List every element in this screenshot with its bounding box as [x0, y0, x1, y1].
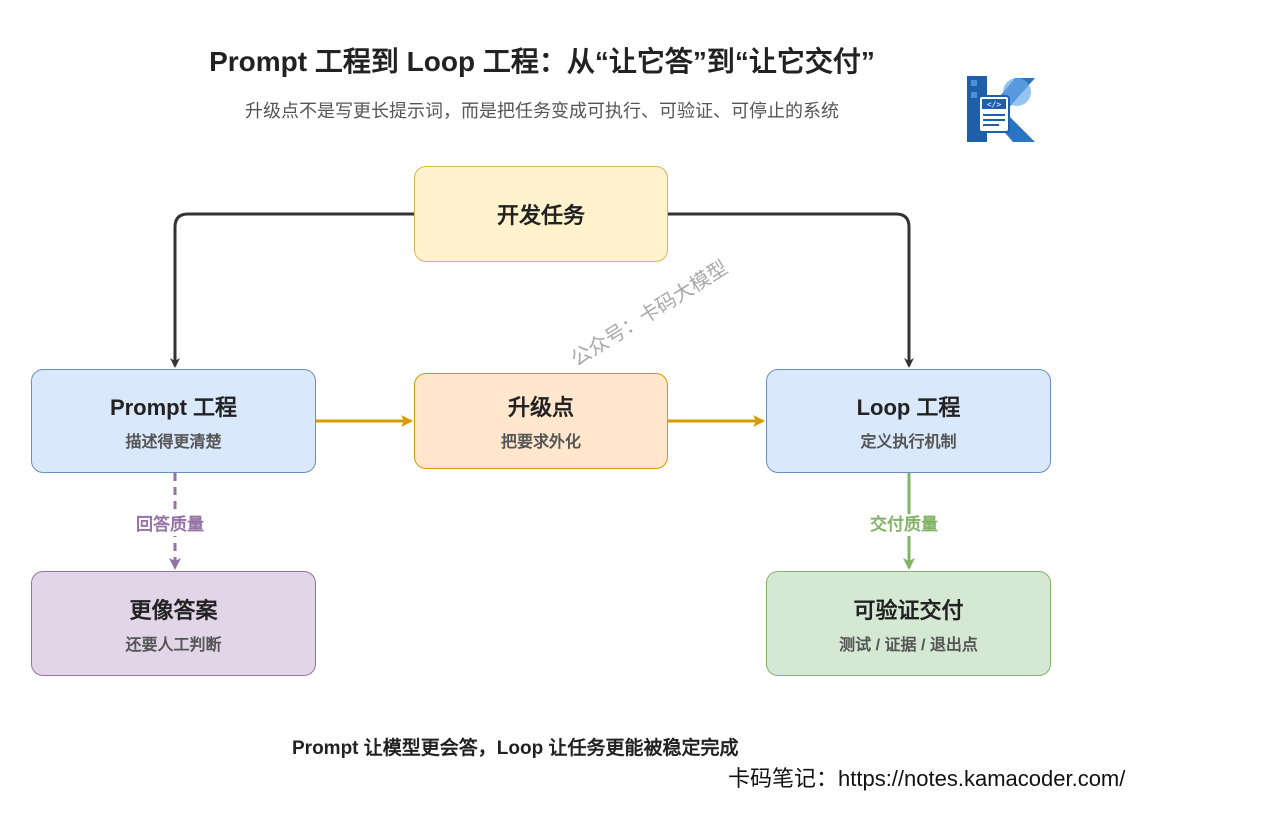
edge-task-to-loop — [668, 212, 914, 368]
node-prompt-engineering: Prompt 工程 描述得更清楚 — [31, 369, 316, 473]
node-prompt-title: Prompt 工程 — [109, 395, 238, 420]
node-upgrade-subtitle: 把要求外化 — [500, 434, 581, 451]
node-prompt-subtitle: 描述得更清楚 — [125, 434, 222, 451]
node-deliver-subtitle: 测试 / 证据 / 退出点 — [839, 636, 978, 654]
footer-site-link[interactable]: 卡码笔记：https://notes.kamacoder.com/ — [728, 766, 1126, 791]
footer-tagline: Prompt 让模型更会答，Loop 让任务更能被稳定完成 — [292, 738, 739, 759]
node-answer-subtitle: 还要人工判断 — [125, 636, 222, 654]
node-dev-task: 开发任务 — [414, 166, 668, 262]
node-verifiable-delivery: 可验证交付 测试 / 证据 / 退出点 — [766, 571, 1051, 676]
node-loop-title: Loop 工程 — [856, 395, 961, 420]
node-upgrade-title: 升级点 — [507, 395, 574, 420]
diagram-title: Prompt 工程到 Loop 工程：从“让它答”到“让它交付” — [209, 46, 875, 77]
svg-text:</>: </> — [987, 100, 1002, 109]
node-loop-engineering: Loop 工程 定义执行机制 — [766, 369, 1051, 473]
edge-label-answer-quality: 回答质量 — [134, 514, 206, 536]
kamacoder-k-logo-icon: </> — [967, 76, 1035, 142]
node-more-like-answer: 更像答案 还要人工判断 — [31, 571, 316, 676]
node-upgrade-point: 升级点 把要求外化 — [414, 373, 668, 469]
node-loop-subtitle: 定义执行机制 — [860, 434, 957, 451]
edge-label-delivery-quality: 交付质量 — [868, 514, 940, 536]
node-answer-title: 更像答案 — [129, 597, 218, 623]
diagram-subtitle: 升级点不是写更长提示词，而是把任务变成可执行、可验证、可停止的系统 — [245, 101, 839, 121]
node-dev-task-title: 开发任务 — [496, 203, 585, 228]
node-deliver-title: 可验证交付 — [853, 597, 964, 623]
edge-task-to-prompt — [170, 212, 414, 368]
